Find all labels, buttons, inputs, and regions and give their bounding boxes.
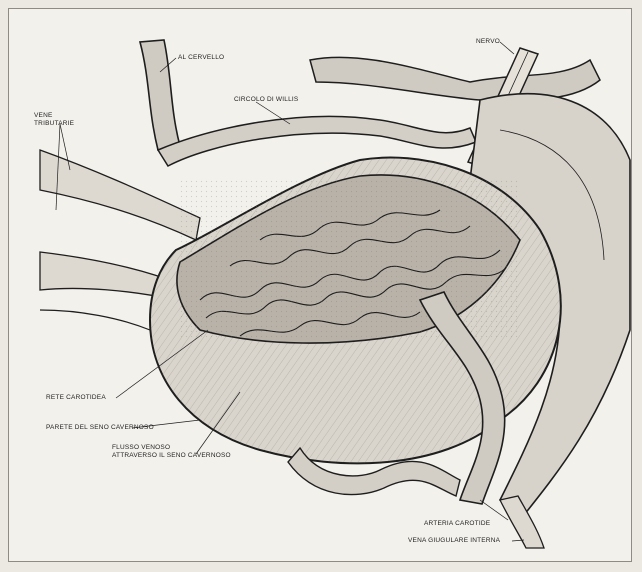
label-parete-seno: PARETE DEL SENO CAVERNOSO [46, 424, 154, 432]
label-al-cervello: AL CERVELLO [178, 54, 224, 62]
label-nervo: NERVO [476, 38, 500, 46]
label-arteria-carotide: ARTERIA CAROTIDE [424, 520, 490, 528]
label-tributarie: TRIBUTARIE [34, 120, 74, 128]
label-vena-giugulare: VENA GIUGULARE INTERNA [408, 537, 500, 545]
label-vene: VENE [34, 112, 53, 120]
vessel-to-brain [140, 40, 180, 150]
label-attraverso-seno: ATTRAVERSO IL SENO CAVERNOSO [112, 452, 231, 460]
tributary-veins [40, 150, 200, 240]
upper-right-vessel [310, 57, 600, 100]
label-circolo-di-willis: CIRCOLO DI WILLIS [234, 96, 298, 104]
label-flusso-venoso: FLUSSO VENOSO [112, 444, 170, 452]
label-rete-carotidea: RETE CAROTIDEA [46, 394, 106, 402]
circle-of-willis-vessel [158, 116, 476, 166]
